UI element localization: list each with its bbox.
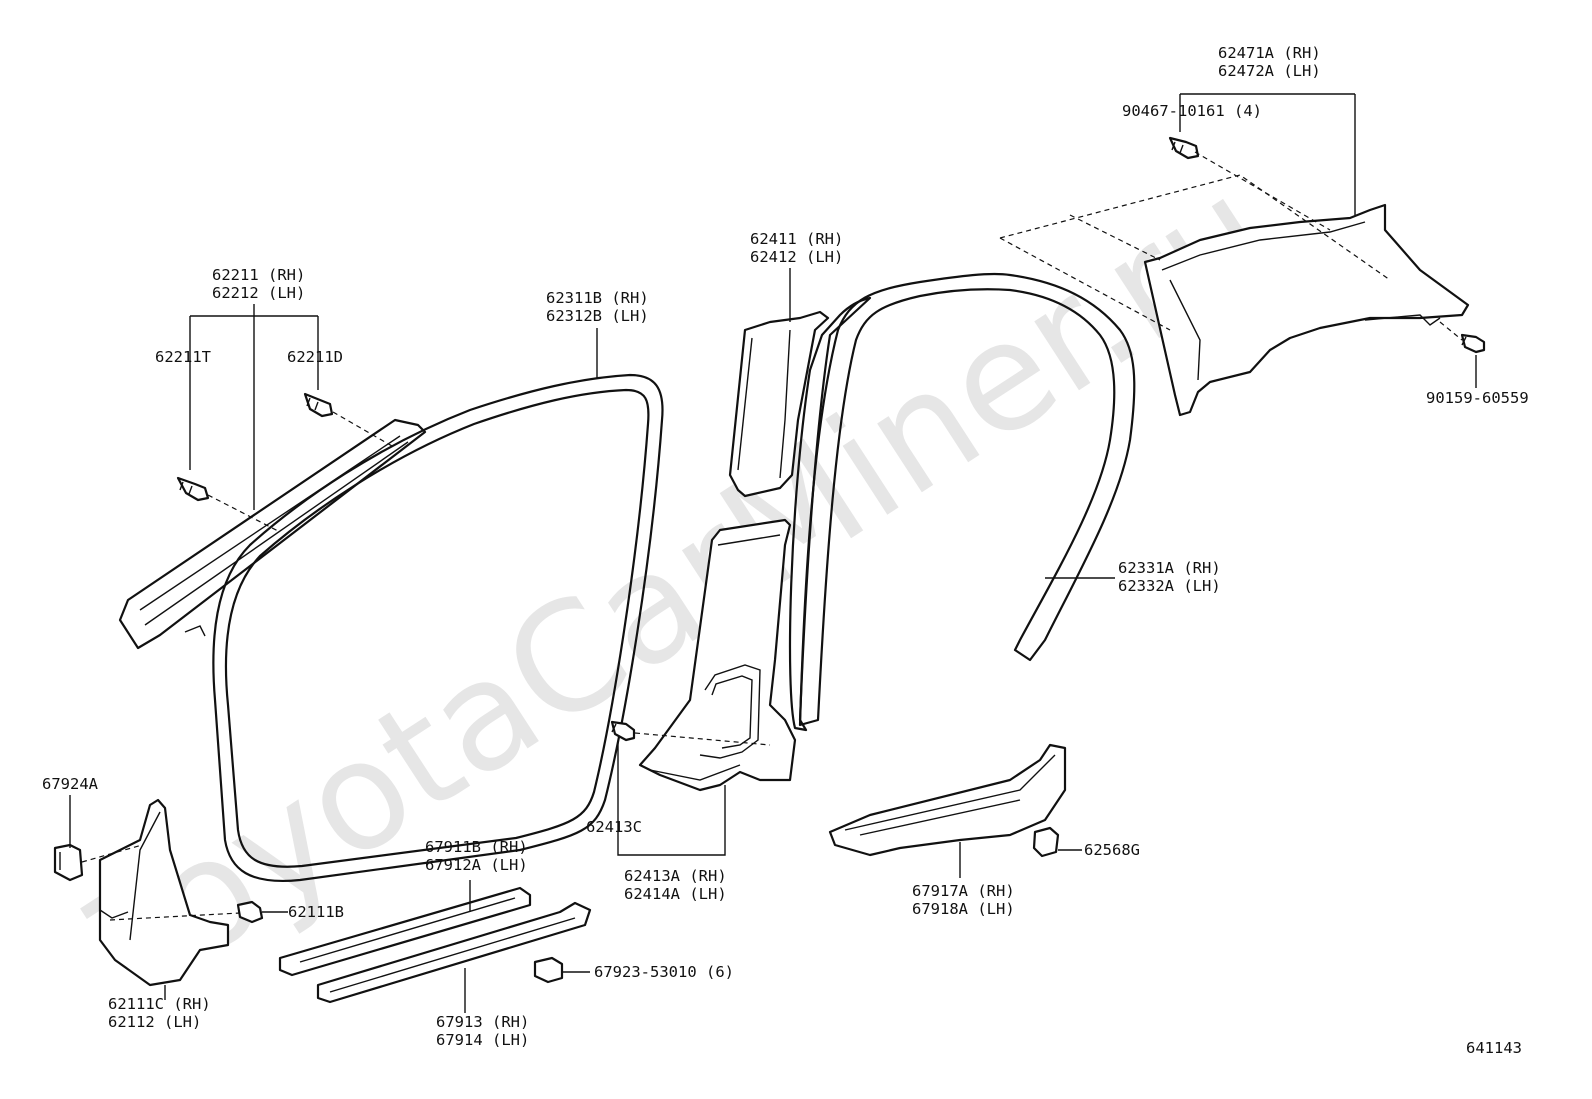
label-67924a: 67924A xyxy=(42,775,99,793)
center-pillar-upper-garnish xyxy=(728,310,830,498)
label-62332a: 62332A (LH) xyxy=(1118,577,1221,595)
label-90467: 90467-10161 (4) xyxy=(1122,102,1262,120)
label-62112: 62112 (LH) xyxy=(108,1013,201,1031)
label-62568g: 62568G xyxy=(1084,841,1140,859)
label-67912a: 67912A (LH) xyxy=(425,856,528,874)
screw-90159-icon xyxy=(1460,333,1486,354)
clip-62211t-icon xyxy=(176,476,210,502)
leader-lines xyxy=(69,93,1477,1013)
label-67918a: 67918A (LH) xyxy=(912,900,1015,918)
label-62413a: 62413A (RH) xyxy=(624,867,727,885)
label-67917a: 67917A (RH) xyxy=(912,882,1015,900)
clip-62568g-icon xyxy=(1032,826,1060,858)
center-pillar-lower-garnish xyxy=(638,518,797,792)
label-62211d: 62211D xyxy=(287,348,343,366)
label-67914: 67914 (LH) xyxy=(436,1031,529,1049)
front-pillar-garnish xyxy=(118,418,427,650)
clip-67924a-icon xyxy=(53,843,84,882)
rear-door-scuff-plate xyxy=(828,743,1067,857)
diagram-id: 641143 xyxy=(1466,1039,1522,1057)
label-62212: 62212 (LH) xyxy=(212,284,305,302)
clip-67923-icon xyxy=(533,956,564,984)
label-67923: 67923-53010 (6) xyxy=(594,963,734,981)
label-62412: 62412 (LH) xyxy=(750,248,843,266)
label-62211t: 62211T xyxy=(155,348,211,366)
label-62311b: 62311B (RH) xyxy=(546,289,649,307)
roof-side-inner-garnish xyxy=(1143,203,1470,417)
front-door-scuff-plate xyxy=(278,886,532,977)
label-62471a: 62471A (RH) xyxy=(1218,44,1321,62)
label-62331a: 62331A (RH) xyxy=(1118,559,1221,577)
label-62111c: 62111C (RH) xyxy=(108,995,211,1013)
label-62411: 62411 (RH) xyxy=(750,230,843,248)
clip-62211d-icon xyxy=(303,392,334,418)
label-62472a: 62472A (LH) xyxy=(1218,62,1321,80)
front-door-weatherstrip xyxy=(212,373,664,882)
cowl-side-trim xyxy=(98,798,230,987)
clip-62413c-icon xyxy=(610,720,636,742)
clip-62111b-icon xyxy=(236,900,264,924)
front-door-scuff-plate-inner xyxy=(316,901,592,1004)
label-67911b: 67911B (RH) xyxy=(425,838,528,856)
label-67913: 67913 (RH) xyxy=(436,1013,529,1031)
label-90159: 90159-60559 xyxy=(1426,389,1529,407)
label-62414a: 62414A (LH) xyxy=(624,885,727,903)
clip-90467-icon xyxy=(1168,136,1200,160)
label-62413c: 62413C xyxy=(586,818,642,836)
rear-door-weatherstrip xyxy=(798,272,1136,727)
label-62211: 62211 (RH) xyxy=(212,266,305,284)
label-62111b: 62111B xyxy=(288,903,344,921)
label-62312b: 62312B (LH) xyxy=(546,307,649,325)
